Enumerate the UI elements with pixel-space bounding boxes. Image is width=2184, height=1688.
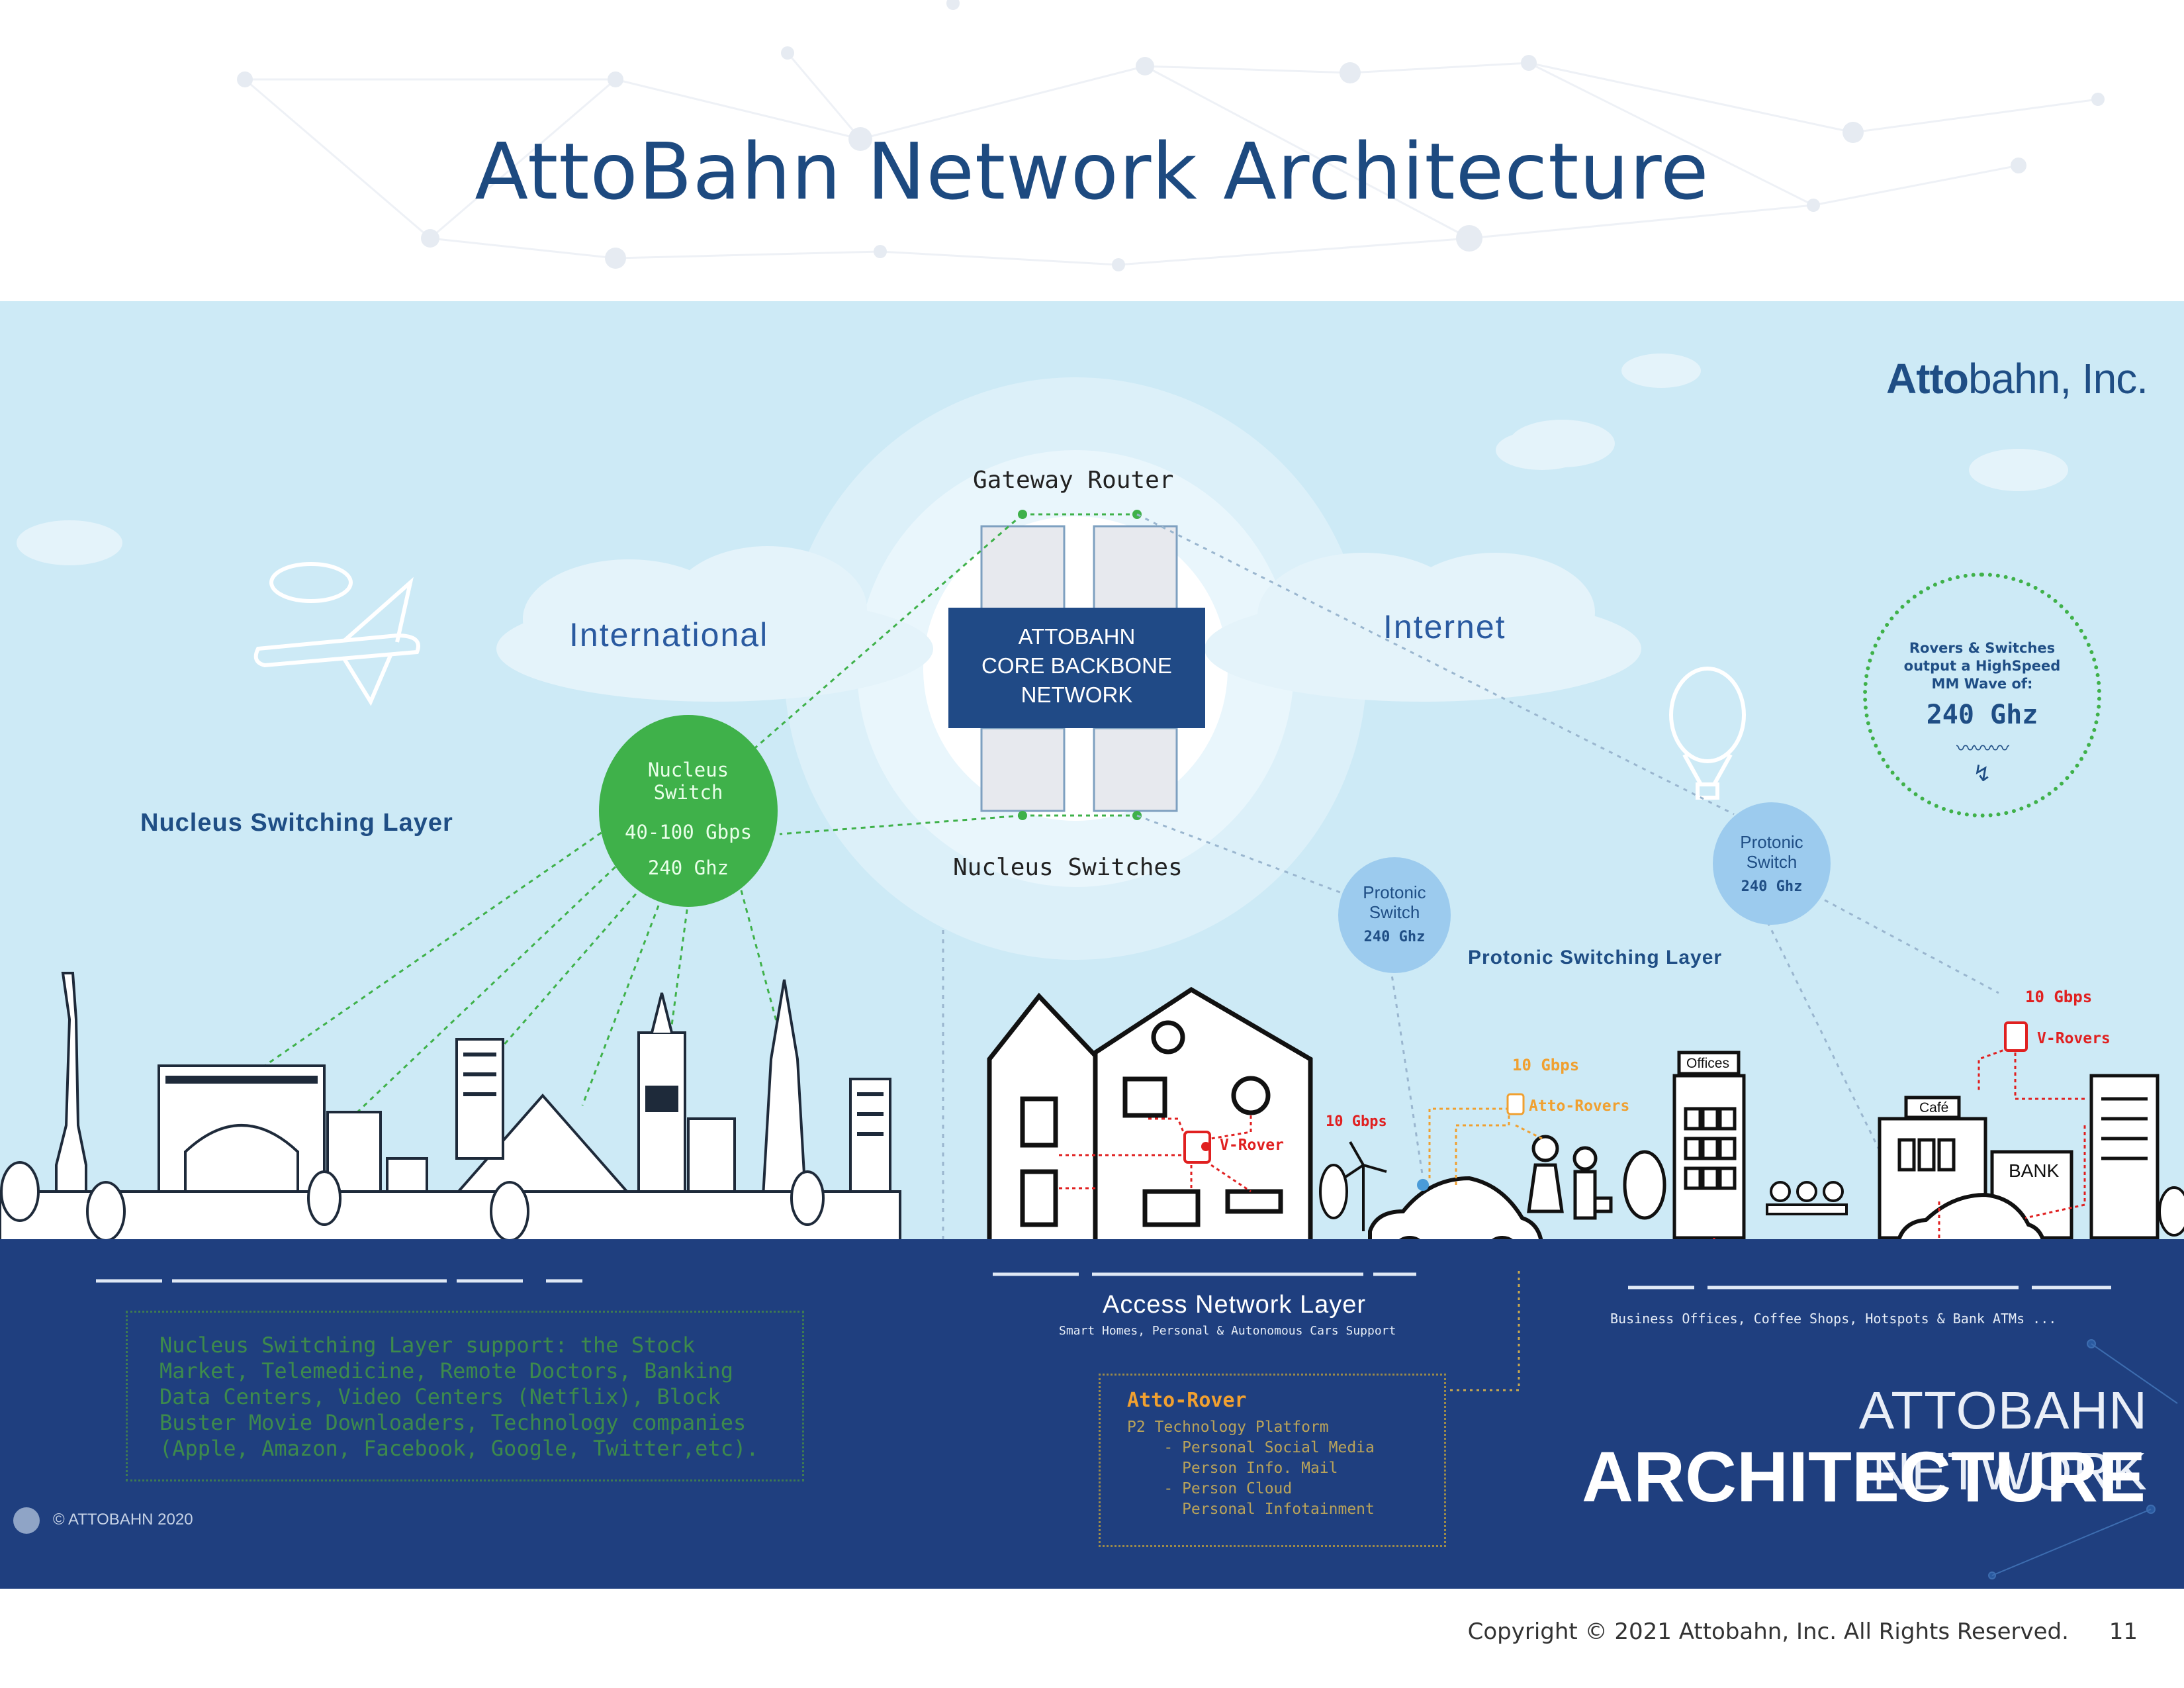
house-v-rover-label: V-Rover xyxy=(1220,1137,1284,1154)
big-title-line-2: ARCHITECTURE xyxy=(1582,1436,2146,1517)
cafe-patrons xyxy=(1766,1181,1848,1215)
atto-rover-box-line: Personal Infotainment xyxy=(1127,1501,1375,1518)
protonic-switch-2-frequency: 240 Ghz xyxy=(1741,878,1803,895)
rover-box-connector xyxy=(1449,1271,1520,1391)
protonic-switching-layer-label: Protonic Switching Layer xyxy=(1468,947,1723,968)
protonic-switch-2-line-1: Protonic xyxy=(1740,832,1803,852)
atto-rover-box-line: - Person Cloud xyxy=(1127,1480,1293,1497)
wave-line-2: output a HighSpeed xyxy=(1903,658,2061,674)
bank-building xyxy=(1990,1074,2160,1240)
hot-air-balloon-icon xyxy=(1669,667,1746,800)
mm-wave-callout: Rovers & Switches output a HighSpeed MM … xyxy=(1863,573,2101,818)
network-architecture-illustration xyxy=(0,301,2184,1589)
atto-rover-box-line: - Personal Social Media xyxy=(1127,1439,1375,1456)
slide-title: AttoBahn Network Architecture xyxy=(475,126,1709,217)
trees-right xyxy=(1319,1164,2184,1237)
business-caption: Business Offices, Coffee Shops, Hotspots… xyxy=(1610,1311,2057,1327)
nucleus-switching-layer-label: Nucleus Switching Layer xyxy=(140,809,453,837)
slide-footer: Copyright © 2021 Attobahn, Inc. All Righ… xyxy=(1468,1618,2138,1645)
airplane-icon xyxy=(253,562,420,706)
people xyxy=(1527,1135,1613,1220)
nucleus-switch-line-2: Switch xyxy=(653,781,723,804)
atto-rover-box-title: Atto-Rover xyxy=(1127,1389,1247,1412)
protonic-switch-1-line-1: Protonic xyxy=(1363,882,1426,902)
house-speed-label: 10 Gbps xyxy=(1326,1113,1387,1130)
atto-rover-device-icon xyxy=(1506,1093,1525,1115)
core-line-2: CORE BACKBONE xyxy=(981,653,1172,678)
v-rovers-label: V-Rovers xyxy=(2037,1030,2111,1047)
atto-rovers-label: Atto-Rovers xyxy=(1529,1098,1630,1115)
wave-frequency: 240 Ghz xyxy=(1926,700,2038,730)
nucleus-switches-label: Nucleus Switches xyxy=(953,854,1183,881)
wind-turbine-icon xyxy=(1342,1141,1387,1231)
access-network-layer-subtitle: Smart Homes, Personal & Autonomous Cars … xyxy=(1059,1324,1396,1338)
nucleus-switch-line-1: Nucleus xyxy=(647,759,729,781)
nucleus-support-text: Nucleus Switching Layer support: the Sto… xyxy=(159,1333,759,1461)
core-line-3: NETWORK xyxy=(1021,682,1133,707)
attobahn-logo: Attobahn, Inc. xyxy=(1886,355,2148,402)
gateway-router-label: Gateway Router xyxy=(973,467,1174,494)
wave-line-3: MM Wave of: xyxy=(1931,676,2033,692)
protonic-links xyxy=(942,513,1999,1297)
atto-rover-box-line: P2 Technology Platform xyxy=(1127,1419,1329,1436)
attobahn-2020-copyright: © ATTOBAHN 2020 xyxy=(53,1511,193,1528)
skyline-windows xyxy=(165,1053,884,1136)
road-markings xyxy=(96,1272,2111,1289)
clouds xyxy=(17,353,2068,702)
offices-sign: Offices xyxy=(1686,1056,1729,1071)
internet-label: Internet xyxy=(1383,608,1506,645)
network-pattern-background xyxy=(237,0,2105,271)
nucleus-support-box: Nucleus Switching Layer support: the Sto… xyxy=(126,1311,804,1481)
network-decoration xyxy=(1988,1339,2178,1579)
atto-rover-links xyxy=(1428,1107,1543,1185)
bank-sign: BANK xyxy=(2009,1160,2060,1181)
v-rovers-device-icon xyxy=(2004,1021,2028,1052)
footer-copyright: Copyright © 2021 Attobahn, Inc. All Righ… xyxy=(1467,1618,2069,1645)
international-label: International xyxy=(569,616,769,653)
protonic-switch-1-frequency: 240 Ghz xyxy=(1363,929,1426,945)
attobahn-globe-icon xyxy=(13,1507,40,1534)
protonic-switch-1-line-2: Switch xyxy=(1369,902,1420,922)
core-interconnect xyxy=(1023,513,1137,817)
protonic-switch-2-line-2: Switch xyxy=(1746,852,1797,872)
page-number: 11 xyxy=(2109,1618,2138,1645)
nucleus-switch: Nucleus Switch 40-100 Gbps 240 Ghz xyxy=(599,715,778,907)
atto-rover-box-line: Person Info. Mail xyxy=(1127,1460,1338,1477)
city-skyline xyxy=(0,972,901,1243)
waveform-icon: 〰〰〰 xyxy=(1956,738,2009,759)
nucleus-switch-speed: 40-100 Gbps xyxy=(624,821,752,843)
trees-left xyxy=(0,1161,825,1242)
core-backbone-panels xyxy=(980,525,1178,812)
protonic-switch-2: Protonic Switch 240 Ghz xyxy=(1713,802,1831,925)
core-backbone-network: ATTOBAHN CORE BACKBONE NETWORK xyxy=(948,608,1205,728)
right-speed-label: 10 Gbps xyxy=(2025,988,2093,1006)
big-title-line-1: ATTOBAHN NETWORK xyxy=(1858,1381,2148,1501)
nucleus-switch-frequency: 240 Ghz xyxy=(647,857,729,879)
access-network-layer-title: Access Network Layer xyxy=(1103,1291,1367,1319)
protonic-switch-1: Protonic Switch 240 Ghz xyxy=(1338,857,1451,973)
atto-speed-label: 10 Gbps xyxy=(1512,1056,1580,1074)
signal-icon: ↯ xyxy=(1972,761,1992,786)
cafe-sign: Café xyxy=(1919,1100,1949,1115)
core-line-1: ATTOBAHN xyxy=(1018,624,1136,649)
office-building xyxy=(1623,1051,1746,1240)
atto-rover-box: Atto-Rover P2 Technology Platform - Pers… xyxy=(1099,1374,1446,1547)
wave-line-1: Rovers & Switches xyxy=(1909,640,2056,656)
